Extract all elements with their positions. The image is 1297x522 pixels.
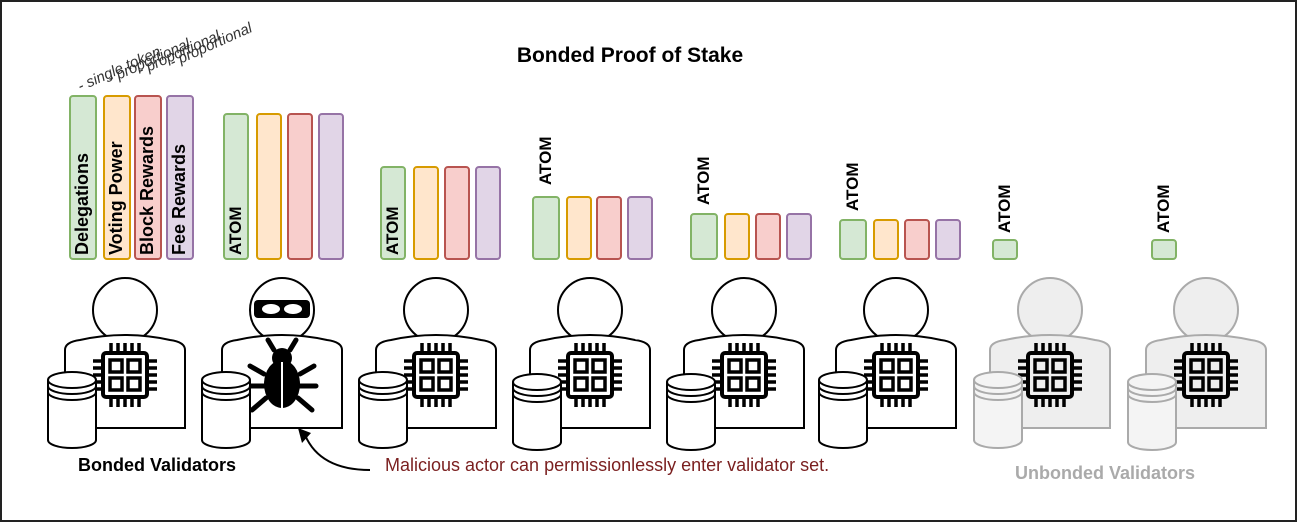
bonded-validators-label: Bonded Validators [78, 455, 237, 475]
atom-label: ATOM [226, 206, 245, 255]
database-icon [818, 371, 868, 449]
curved-arrow-icon [304, 434, 371, 471]
diagram-title: Bonded Proof of Stake [516, 44, 744, 67]
bar-label-block-rewards: Block Rewards [137, 125, 157, 255]
database-icon [512, 373, 562, 451]
validator-5-bars [690, 213, 812, 260]
atom-label: ATOM [843, 162, 862, 211]
database-icon [201, 371, 251, 449]
atom-label: ATOM [1154, 184, 1173, 233]
database-icon [358, 371, 408, 449]
database-icon [666, 373, 716, 451]
validator-7-bar [992, 239, 1018, 260]
atom-label: ATOM [383, 206, 402, 255]
malicious-actor-note: Malicious actor can permissionlessly ent… [385, 455, 830, 475]
bar-label-voting-power: Voting Power [106, 141, 126, 255]
validator-4-bars [532, 196, 653, 260]
atom-label: ATOM [536, 136, 555, 185]
atom-label: ATOM [694, 156, 713, 205]
atom-label: ATOM [995, 184, 1014, 233]
validator-2-bars [223, 113, 344, 260]
validator-3-bars [380, 166, 501, 260]
validator-1-bars [69, 95, 194, 260]
bar-label-delegations: Delegations [72, 152, 92, 255]
bar-label-fee-rewards: Fee Rewards [169, 143, 189, 255]
validator-6-bars [839, 219, 961, 260]
validator-8-bar [1151, 239, 1177, 260]
validator-2-malicious [221, 277, 343, 429]
database-icon [973, 371, 1023, 449]
unbonded-validators-label: Unbonded Validators [1015, 463, 1196, 483]
database-icon [47, 371, 97, 449]
database-icon [1127, 373, 1177, 451]
